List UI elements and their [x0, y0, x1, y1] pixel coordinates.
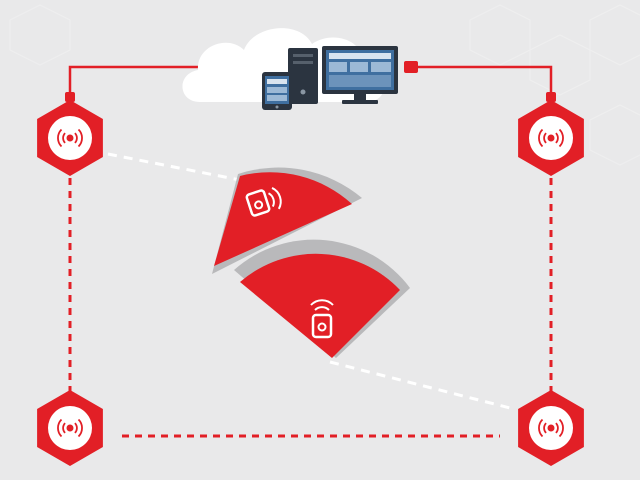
background-hex-pattern: [9, 4, 640, 166]
lower-fan: [240, 253, 400, 358]
plug-connector-icon: [546, 92, 556, 102]
location-tag-icon: [245, 187, 282, 217]
plug-connector-icon: [404, 61, 418, 73]
location-tag-icon: [310, 299, 334, 339]
anchor-top-right: [518, 100, 584, 176]
tablet-icon: [262, 72, 292, 110]
wireless-anchor-icon: [538, 128, 564, 148]
signal-lines: [107, 152, 511, 410]
signal-line-upper: [107, 152, 241, 182]
anchor-bottom-right: [518, 390, 584, 466]
anchor-connections: [68, 178, 553, 438]
lower-tag-zone: [234, 239, 410, 358]
monitor-icon: [322, 46, 398, 104]
anchor-top-left: [37, 100, 103, 176]
wireless-anchor-icon: [538, 418, 564, 438]
signal-line-lower: [329, 360, 511, 410]
wireless-anchor-icon: [57, 128, 83, 148]
computer-tower-icon: [288, 48, 318, 104]
cable-left: [68, 65, 208, 100]
wireless-anchor-icon: [57, 418, 83, 438]
upper-tag-zone: [212, 167, 362, 274]
cloud-server-group: [182, 28, 398, 110]
cloud-cables: [68, 65, 553, 100]
anchor-bottom-left: [37, 390, 103, 466]
anchors: [37, 100, 584, 466]
cable-right: [410, 65, 553, 100]
tag-coverage-zones: [212, 167, 410, 358]
plug-connector-icon: [65, 92, 75, 102]
